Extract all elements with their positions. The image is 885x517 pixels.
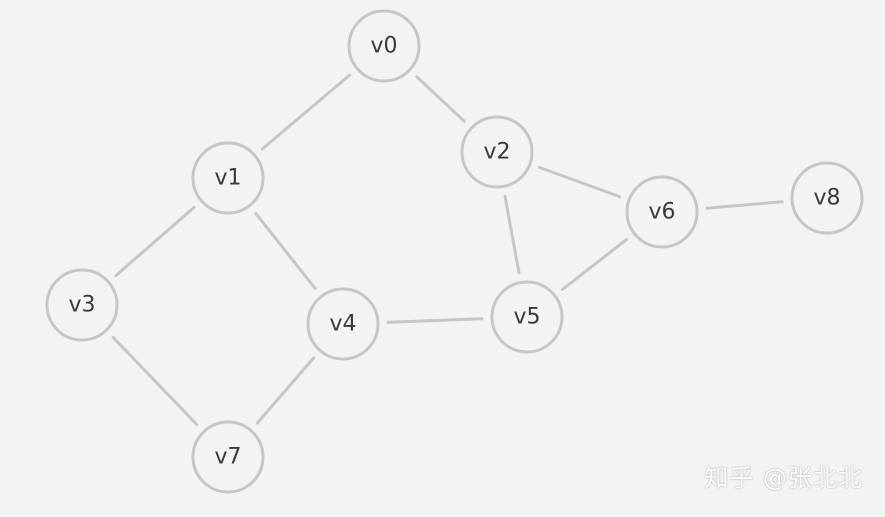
watermark: 知乎 @张北北 <box>704 464 863 492</box>
node-circle-v5 <box>490 280 564 354</box>
graph-edges <box>111 73 784 426</box>
node-v4: v4 <box>306 287 380 361</box>
node-label-v2: v2 <box>483 140 510 165</box>
edge-v4-v5 <box>386 317 484 324</box>
node-circle-v3 <box>45 268 119 342</box>
node-label-v4: v4 <box>329 312 356 337</box>
node-v5: v5 <box>490 280 564 354</box>
node-label-v1: v1 <box>214 166 241 191</box>
node-v1: v1 <box>191 141 265 215</box>
node-label-v0: v0 <box>370 34 397 59</box>
node-v8: v8 <box>790 161 864 235</box>
edge-v1-v3 <box>114 206 196 277</box>
node-circle-v7 <box>191 420 265 494</box>
edge-v6-v8 <box>705 200 784 210</box>
edge-v2-v5 <box>503 194 521 275</box>
graph-nodes: v0 v1 v2 v3 v4 v5 v6 v7 v8 <box>45 9 864 494</box>
node-label-v5: v5 <box>513 305 540 330</box>
node-label-v6: v6 <box>648 200 675 225</box>
edge-v0-v2 <box>415 75 466 123</box>
node-circle-v8 <box>790 161 864 235</box>
edge-v7-v4 <box>255 356 316 425</box>
node-label-v7: v7 <box>214 445 241 470</box>
edge-v3-v7 <box>111 336 199 426</box>
node-v7: v7 <box>191 420 265 494</box>
edge-v0-v1 <box>260 73 352 151</box>
node-circle-v6 <box>625 175 699 249</box>
edge-v5-v6 <box>561 238 628 291</box>
node-v2: v2 <box>460 115 534 189</box>
node-v0: v0 <box>347 9 421 83</box>
node-circle-v4 <box>306 287 380 361</box>
node-circle-v1 <box>191 141 265 215</box>
edge-v2-v6 <box>537 165 622 199</box>
node-circle-v0 <box>347 9 421 83</box>
node-v3: v3 <box>45 268 119 342</box>
node-circle-v2 <box>460 115 534 189</box>
node-v6: v6 <box>625 175 699 249</box>
edge-v1-v4 <box>254 211 317 291</box>
node-label-v3: v3 <box>68 293 95 318</box>
node-label-v8: v8 <box>813 186 840 211</box>
